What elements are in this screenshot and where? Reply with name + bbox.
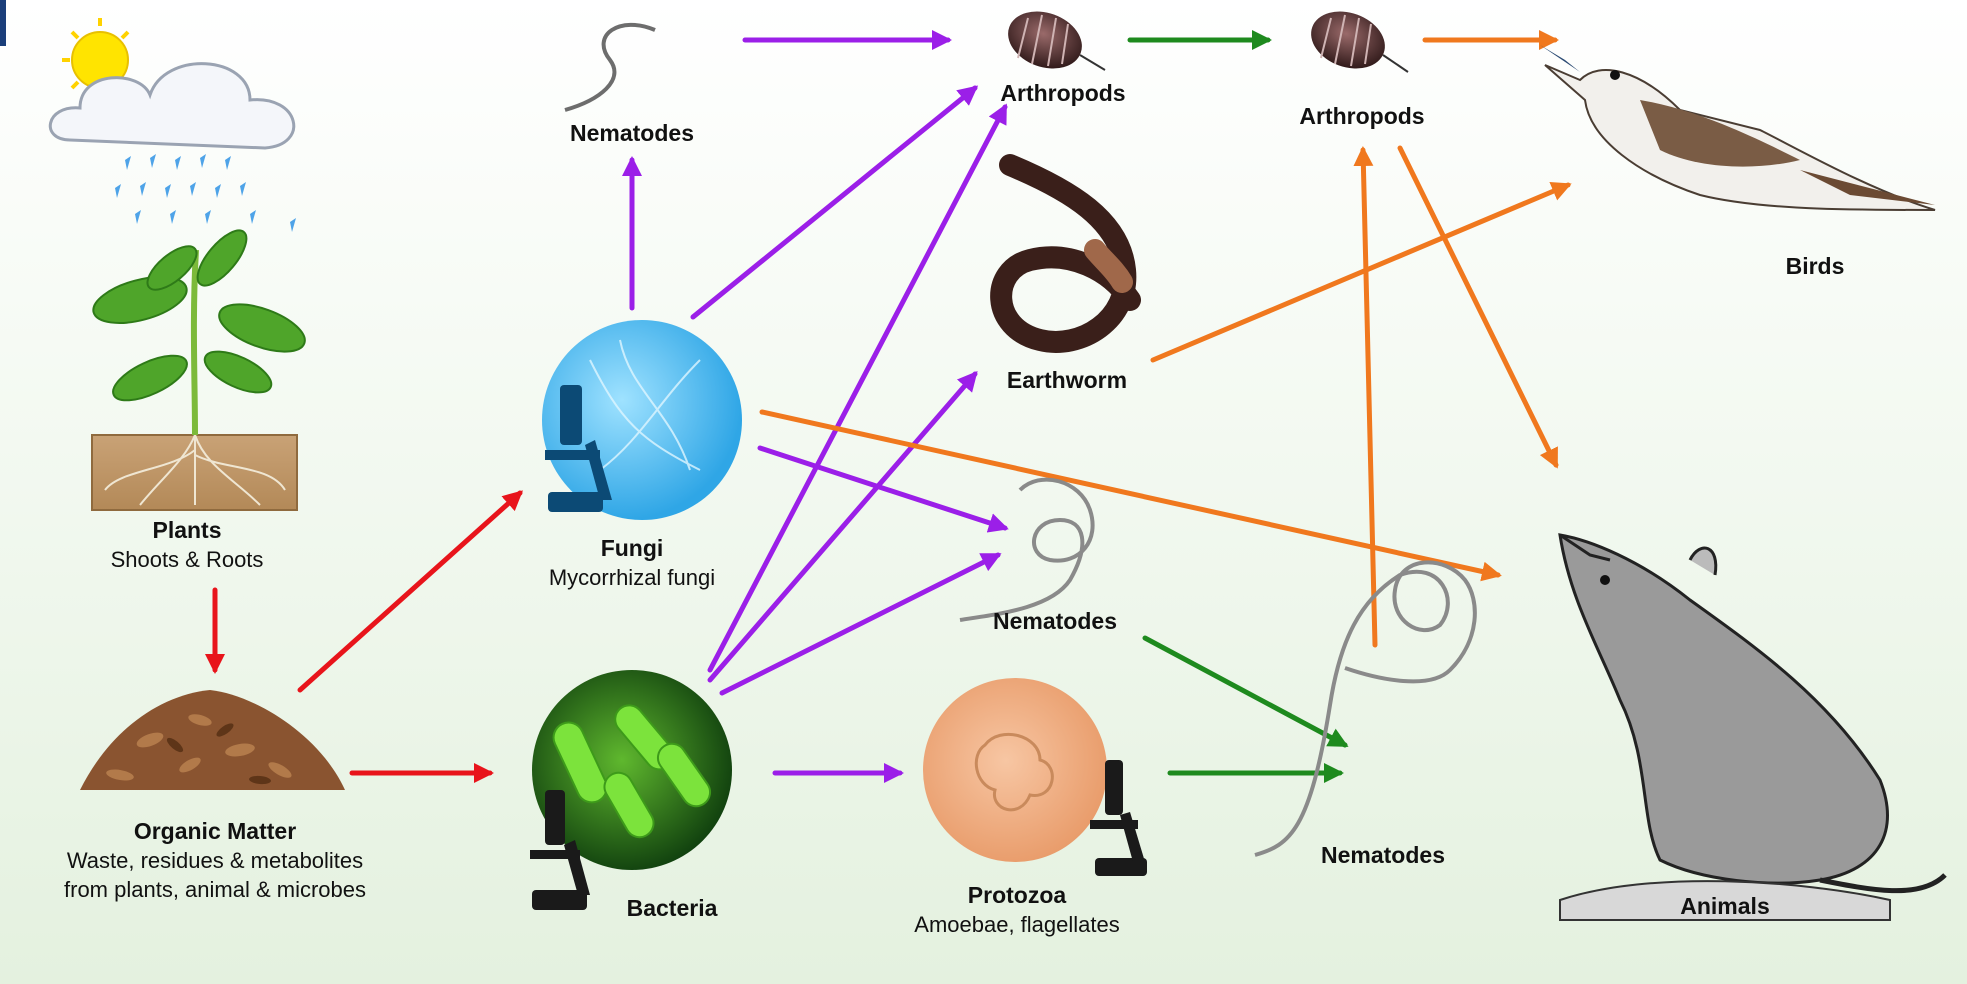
nematode-low-icon [1255, 562, 1475, 855]
bacteria-label: Bacteria [627, 895, 718, 922]
earthworm-label: Earthworm [1007, 367, 1127, 394]
fungi-microscope-icon [542, 320, 742, 520]
arthropod-icon-1 [1000, 2, 1105, 79]
arrow-arthropods-to-animals [1400, 148, 1556, 465]
earthworm-title: Earthworm [1007, 367, 1127, 394]
protozoa-subtitle: Amoebae, flagellates [914, 912, 1119, 938]
birds-label: Birds [1786, 253, 1845, 280]
arthropods-1-title: Arthropods [1000, 80, 1125, 107]
nematodes-low-title: Nematodes [1321, 842, 1445, 869]
animals-label: Animals [1680, 893, 1769, 920]
arrow-nematodes-mid-to-nematodes-low [1145, 638, 1345, 745]
arthropods-1-label: Arthropods [1000, 80, 1125, 107]
organic-matter-label: Organic Matter Waste, residues & metabol… [64, 818, 366, 903]
arthropods-2-title: Arthropods [1299, 103, 1424, 130]
arthropod-icon-2 [1303, 2, 1408, 79]
arrow-organic-to-fungi [300, 493, 520, 690]
organic-matter-title: Organic Matter [64, 818, 366, 845]
plants-label: Plants Shoots & Roots [111, 517, 264, 573]
nematodes-low-label: Nematodes [1321, 842, 1445, 869]
plants-title: Plants [111, 517, 264, 544]
plants-subtitle: Shoots & Roots [111, 547, 264, 573]
arthropods-2-label: Arthropods [1299, 103, 1424, 130]
fungi-subtitle: Mycorrhizal fungi [549, 565, 715, 591]
organic-matter-pile-icon [80, 690, 345, 790]
nematodes-top-label: Nematodes [570, 120, 694, 147]
animal-icon [1560, 535, 1945, 920]
protozoa-label: Protozoa Amoebae, flagellates [914, 882, 1119, 938]
nematode-top-icon [565, 25, 655, 110]
nematode-mid-icon [960, 480, 1093, 620]
organic-matter-subtitle-line1: Waste, residues & metabolites [64, 848, 366, 874]
protozoa-title: Protozoa [914, 882, 1119, 909]
fungi-title: Fungi [549, 535, 715, 562]
protozoa-microscope-icon [923, 678, 1147, 876]
nematodes-mid-label: Nematodes [993, 608, 1117, 635]
plant-icon [88, 223, 310, 510]
rain-cloud-icon [50, 18, 296, 232]
fungi-label: Fungi Mycorrhizal fungi [549, 535, 715, 591]
bacteria-microscope-icon [530, 670, 732, 910]
earthworm-icon [1001, 165, 1130, 342]
arrow-nematodes-low-to-arthropods [1363, 150, 1375, 645]
birds-title: Birds [1786, 253, 1845, 280]
organic-matter-subtitle-line2: from plants, animal & microbes [64, 877, 366, 903]
nematodes-top-title: Nematodes [570, 120, 694, 147]
arrow-earthworm-to-birds [1153, 185, 1568, 360]
nematodes-mid-title: Nematodes [993, 608, 1117, 635]
bacteria-title: Bacteria [627, 895, 718, 922]
bird-icon [1540, 45, 1935, 210]
arrow-fungi-to-arthropods [693, 88, 975, 317]
animals-title: Animals [1680, 893, 1769, 920]
arrow-bacteria-to-nematodes-mid [722, 555, 998, 693]
